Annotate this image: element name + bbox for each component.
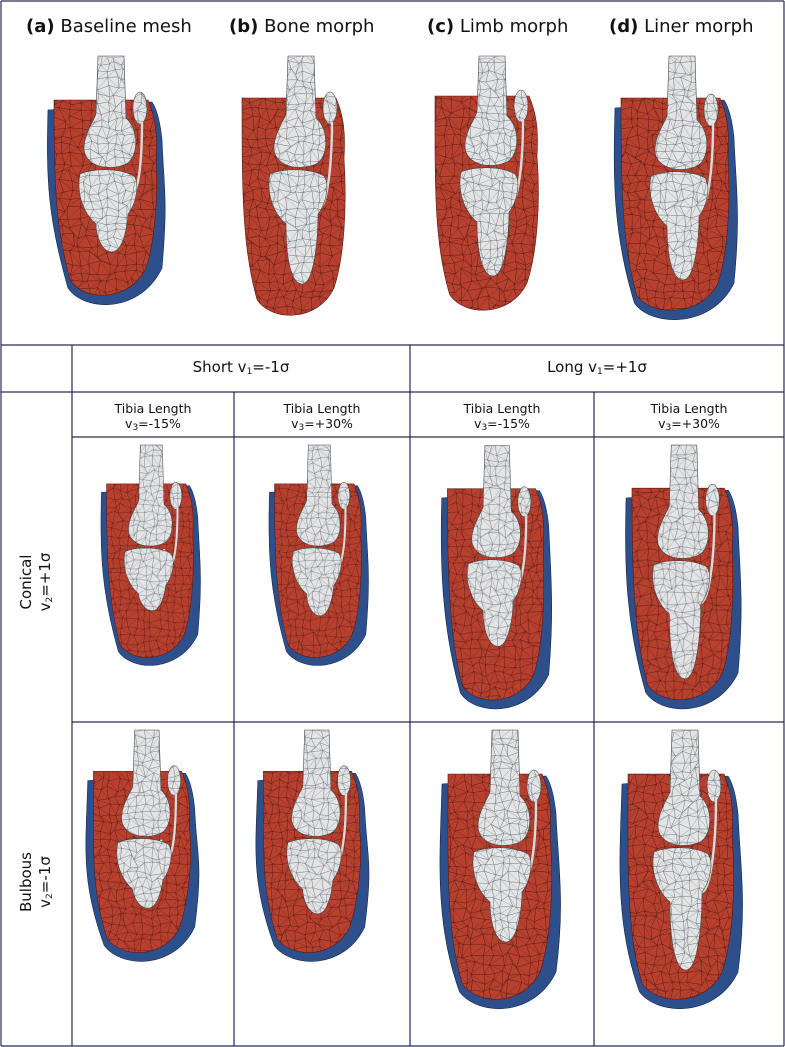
tibia-shape [466, 559, 522, 647]
colhdr-2: Tibia Length v3=+30% [283, 401, 361, 433]
tibia-shape [472, 847, 532, 943]
patella-shape [169, 481, 183, 510]
group-long: Long v1=+1σ [547, 358, 647, 377]
tibia-shape [292, 547, 342, 617]
mesh-bone-morph [241, 55, 346, 316]
rowhdr-conical: Conical v2=+1σ [17, 552, 55, 612]
femur-shape [296, 444, 341, 547]
mesh-conical-long-minus15 [440, 445, 552, 710]
colhdr-3: Tibia Length v3=-15% [463, 401, 541, 433]
patella-shape [132, 91, 148, 125]
mesh-liner-morph [613, 55, 738, 320]
femur-shape [121, 729, 171, 837]
tibia-shape [268, 169, 328, 285]
mesh-bulbous-long-plus30 [619, 729, 743, 1009]
patella-shape [526, 769, 542, 803]
mesh-limb-morph [434, 55, 539, 311]
patella-shape [703, 93, 719, 127]
tibia-shape [652, 560, 710, 680]
mesh-conical-long-plus30 [625, 444, 742, 710]
patella-shape [322, 91, 338, 125]
mesh-conical-short-minus15 [100, 444, 201, 666]
mesh-baseline [47, 55, 166, 305]
tibia-shape [652, 847, 712, 971]
colhdr-4: Tibia Length v3=+30% [650, 401, 728, 433]
tendon-shape [699, 799, 718, 894]
femur-shape [471, 445, 521, 558]
femur-shape [83, 55, 137, 168]
tibia-shape [649, 171, 709, 281]
patella-shape [167, 765, 181, 796]
femur-shape [273, 55, 327, 168]
tibia-shape [459, 167, 519, 277]
patella-shape [513, 89, 529, 123]
tibia-shape [78, 169, 138, 253]
femur-shape [464, 55, 518, 166]
femur-shape [128, 444, 173, 547]
group-short: Short v1=-1σ [192, 358, 290, 377]
patella-shape [706, 769, 722, 803]
patella-shape [337, 765, 351, 796]
mesh-bulbous-long-minus15 [439, 729, 561, 1009]
femur-shape [477, 729, 531, 846]
femur-shape [291, 729, 341, 837]
femur-shape [657, 729, 711, 846]
femur-shape [654, 55, 708, 170]
title-c: (c) Limb morph [427, 16, 569, 37]
mesh-conical-short-plus30 [268, 444, 369, 666]
tibia-shape [116, 838, 172, 909]
tibia-shape [124, 547, 174, 611]
colhdr-1: Tibia Length v3=-15% [114, 401, 192, 433]
mesh-bulbous-short-minus15 [85, 729, 200, 962]
patella-shape [337, 481, 351, 510]
title-b: (b) Bone morph [229, 16, 375, 37]
title-a: (a) Baseline mesh [26, 16, 192, 37]
mesh-bulbous-short-plus30 [255, 729, 370, 962]
tibia-shape [286, 838, 342, 915]
patella-shape [705, 483, 720, 517]
patella-shape [517, 486, 532, 518]
rowhdr-bulbous: Bulbous v2=-1σ [17, 852, 55, 912]
femur-shape [657, 444, 709, 559]
title-d: (d) Liner morph [609, 16, 754, 37]
